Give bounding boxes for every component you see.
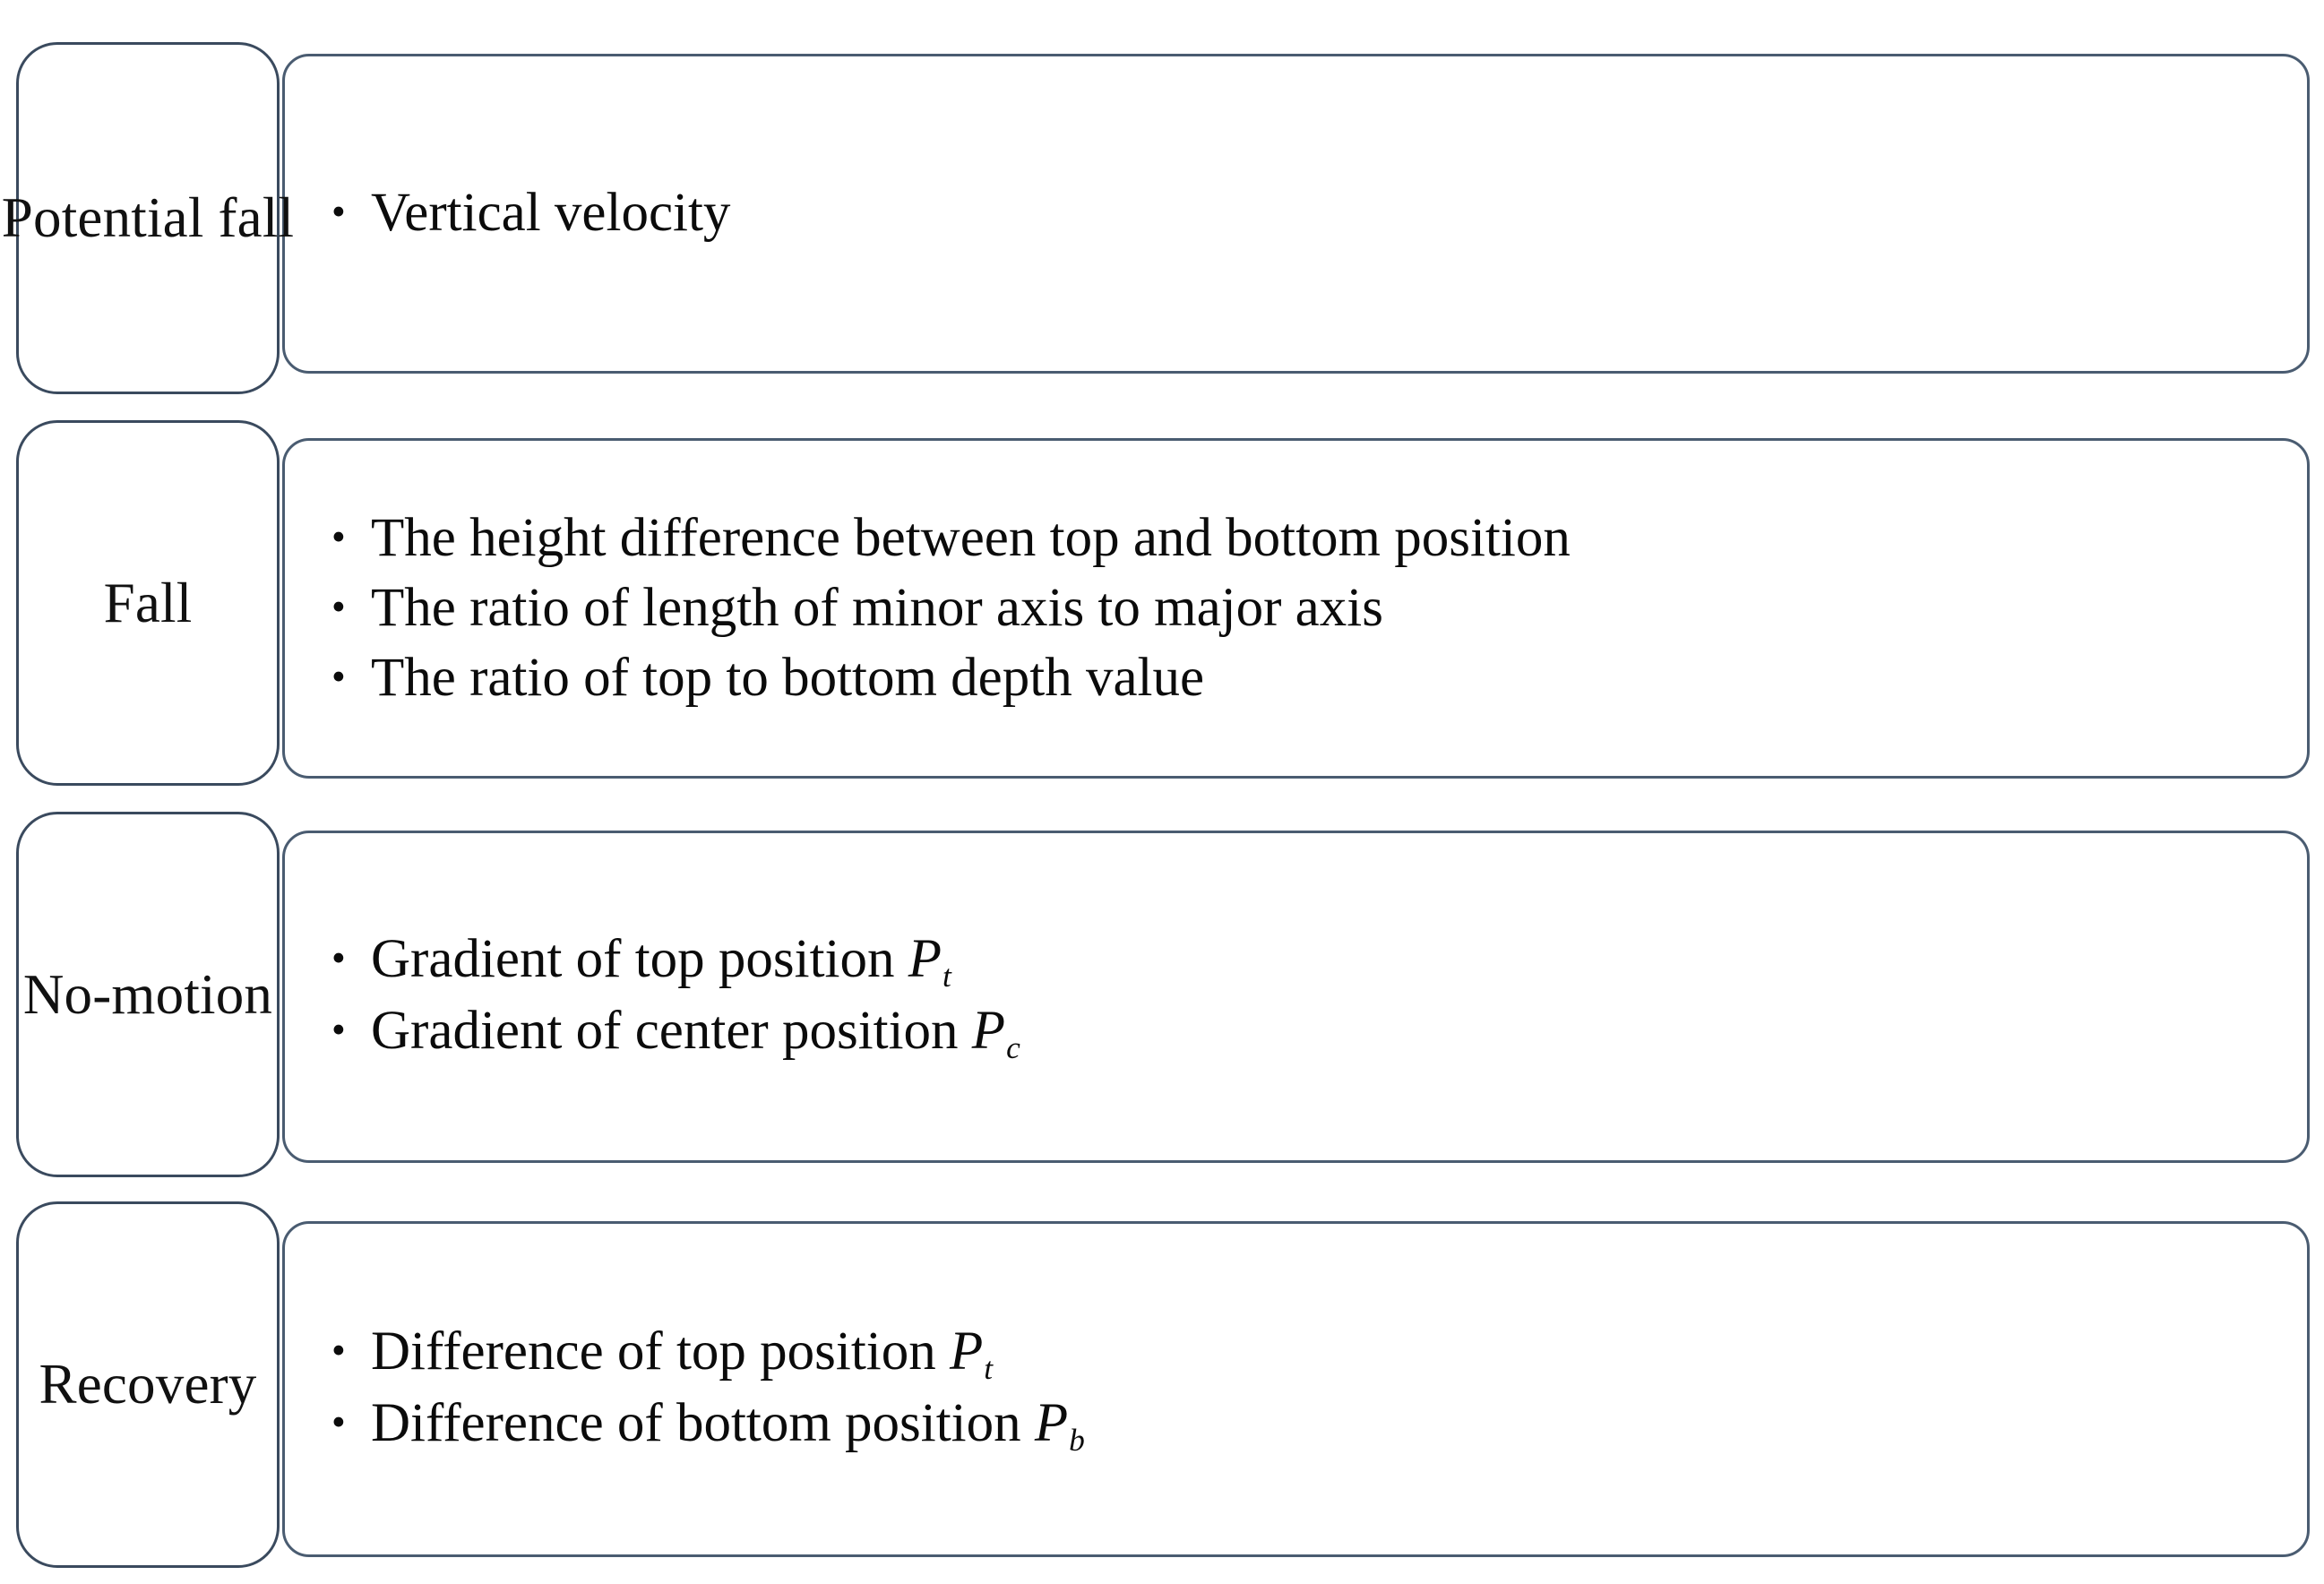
feature-symbol: Pb [1021,1389,1085,1460]
feature-label: Difference of top position [371,1321,936,1382]
stage-label-box-1: Fall [16,419,280,787]
feature-symbol: Pc [959,996,1020,1068]
feature-symbol: Pt [936,1317,993,1389]
bullet-point-icon: • [331,653,346,699]
symbol-subscript: t [984,1350,994,1387]
stage-feature-panel-0: • Vertical velocity [282,54,2310,374]
feature-label: Vertical velocity [371,183,731,244]
bullet-point-icon: • [331,189,346,235]
feature-list-item: • The ratio of top to bottom depth value [331,643,2289,713]
feature-list-item: • The height difference between top and b… [331,504,2289,573]
bullet-point-icon: • [331,583,346,629]
feature-label: The height difference between top and bo… [371,507,1571,568]
stage-feature-panel-1: • The height difference between top and b… [282,437,2310,779]
bullet-point-icon: • [331,1328,346,1373]
feature-list-item: • Gradient of center position Pc [331,996,2289,1068]
stage-label-box-3: Recovery [16,1201,280,1568]
symbol-subscript: t [943,958,951,994]
stage-label-text: Fall [103,571,193,634]
feature-label: Gradient of center position [371,1001,959,1062]
bullet-point-icon: • [331,1007,346,1053]
stage-feature-panel-2: • Gradient of top position Pt • Gradient of… [282,831,2310,1163]
feature-list-item: • Difference of bottom position Pb [331,1389,2289,1460]
bullet-point-icon: • [331,1399,346,1445]
stage-label-box-2: No-motion [16,811,280,1178]
feature-label: The ratio of length of minor axis to maj… [371,577,1383,638]
feature-list: • Gradient of top position Pt • Gradient of… [331,925,2289,1069]
feature-label: Difference of bottom position [371,1393,1021,1454]
feature-symbol: Pt [895,925,951,997]
feature-list: • Difference of top position Pt • Differenc… [331,1317,2289,1460]
feature-list-item: • Vertical velocity [331,178,2289,248]
feature-list-item: • Gradient of top position Pt [331,925,2289,997]
bullet-point-icon: • [331,935,346,981]
stage-label-text: Recovery [39,1353,257,1416]
symbol-base: P [1034,1393,1069,1454]
symbol-base: P [908,929,943,990]
stage-label-text: No-motion [22,962,273,1026]
feature-list-item: • Difference of top position Pt [331,1317,2289,1389]
stage-feature-panel-3: • Difference of top position Pt • Differenc… [282,1220,2310,1557]
symbol-base: P [971,1001,1006,1062]
feature-list-item: • The ratio of length of minor axis to ma… [331,573,2289,643]
bullet-point-icon: • [331,513,346,559]
symbol-base: P [949,1321,984,1382]
feature-list: • The height difference between top and b… [331,504,2289,713]
feature-label: The ratio of top to bottom depth value [371,647,1205,708]
symbol-subscript: b [1069,1421,1085,1458]
symbol-subscript: c [1006,1029,1020,1066]
stage-label-box-0: Potential fall [2,41,294,395]
feature-label: Gradient of top position [371,929,895,990]
feature-list: • Vertical velocity [331,178,2289,248]
stage-label-text: Potential fall [1,186,295,250]
